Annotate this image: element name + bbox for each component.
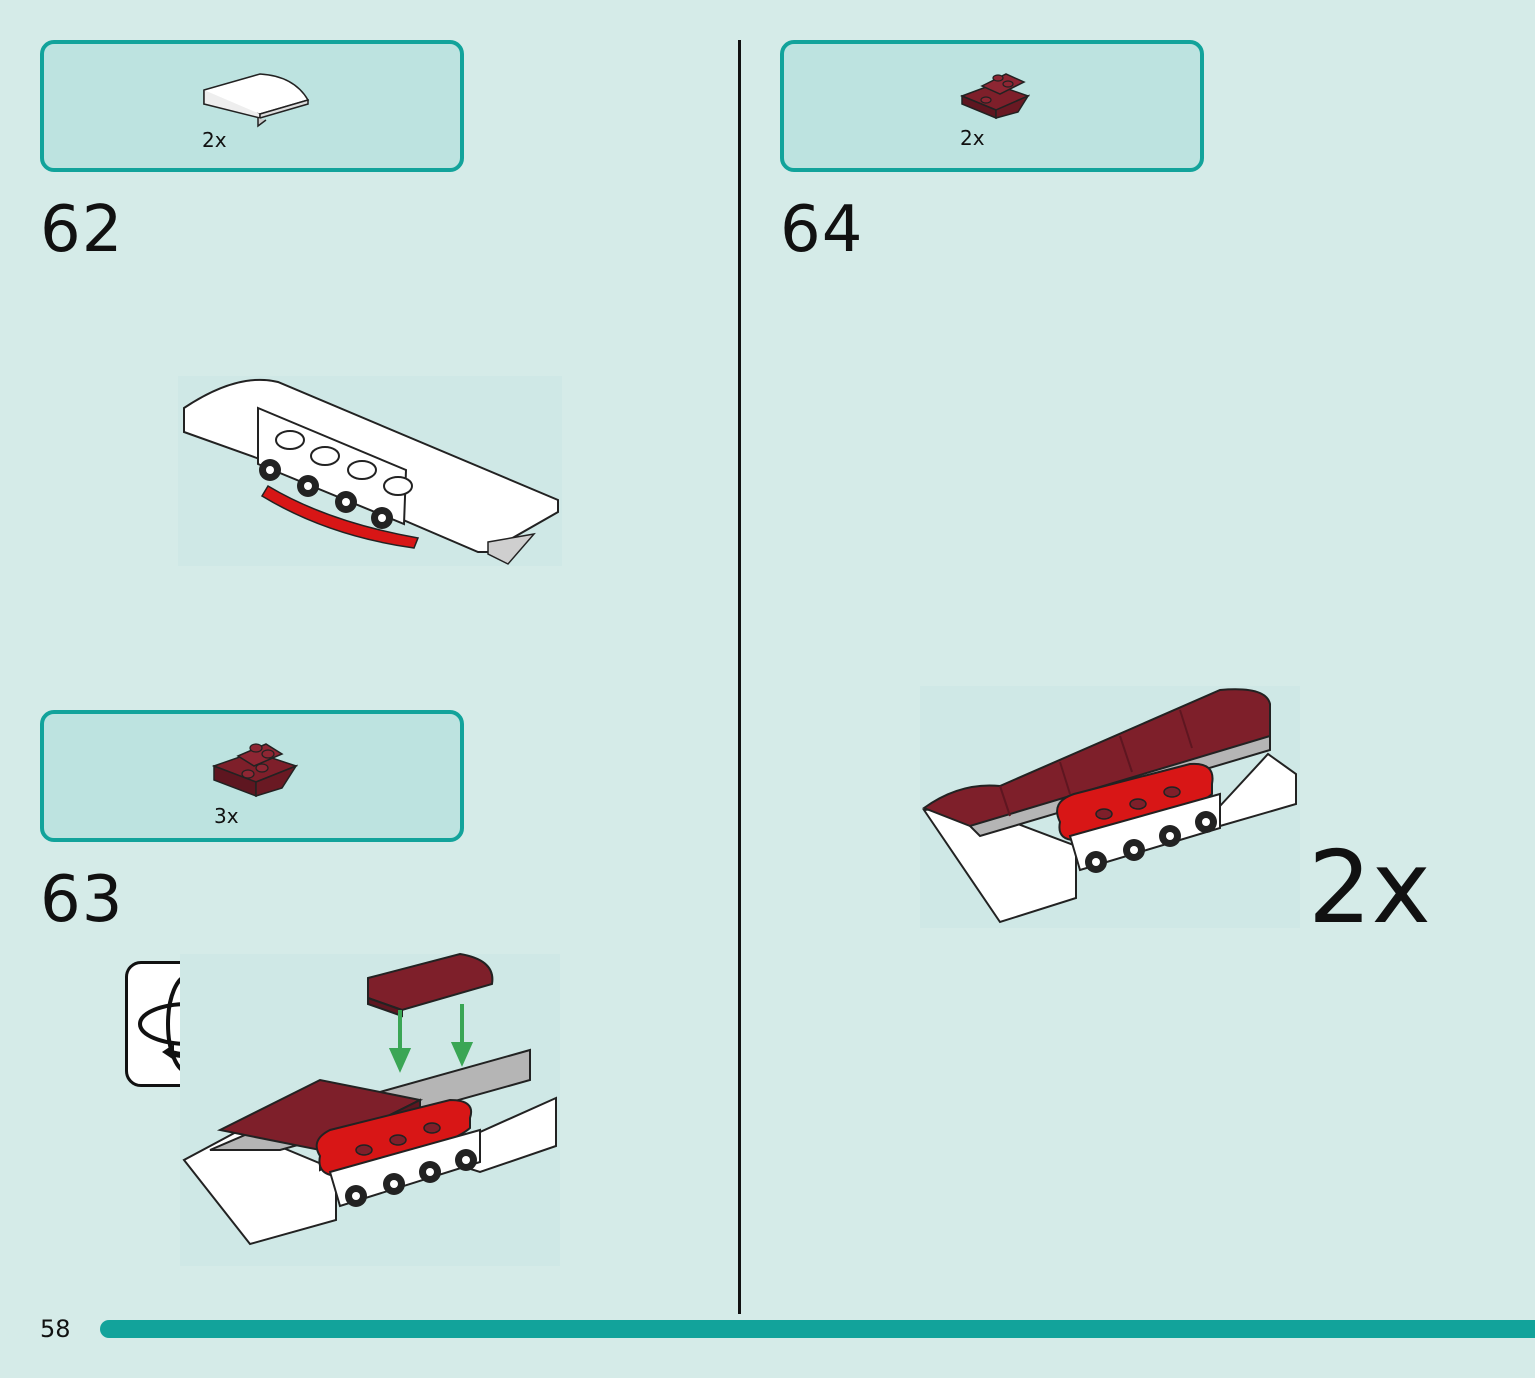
step-number-62: 62 — [40, 193, 124, 267]
part-quantity: 3x — [214, 804, 239, 828]
page-number: 58 — [40, 1315, 71, 1343]
step-number-63: 63 — [40, 863, 124, 937]
step-63-assembly-illustration — [180, 952, 560, 1266]
parts-callout-step-64: 2x — [780, 40, 1204, 172]
part-quantity: 2x — [202, 128, 227, 152]
step-64-assembly-illustration — [920, 686, 1300, 928]
page-progress-bar — [100, 1320, 1535, 1338]
dark-red-inverted-slope-part-icon — [960, 73, 1031, 120]
dark-red-inverted-slope-part-icon — [211, 743, 299, 798]
column-divider — [738, 40, 741, 1314]
part-quantity: 2x — [960, 126, 985, 150]
step-62-assembly-illustration — [178, 376, 562, 566]
build-multiplier: 2x — [1308, 829, 1431, 946]
step-number-64: 64 — [780, 193, 864, 267]
parts-callout-step-62: 2x — [40, 40, 464, 172]
white-curved-slope-part-icon — [203, 73, 310, 128]
parts-callout-step-63: 3x — [40, 710, 464, 842]
